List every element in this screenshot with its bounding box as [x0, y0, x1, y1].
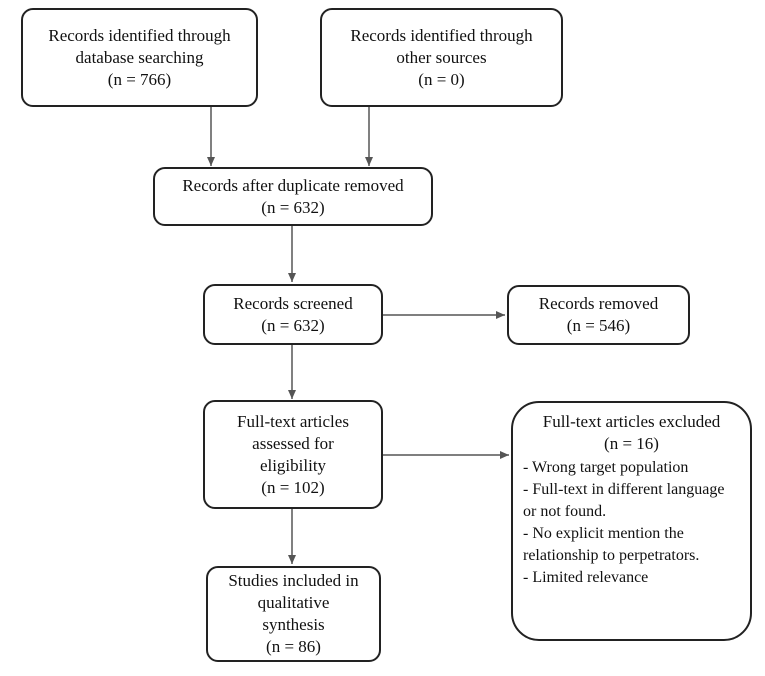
box-text-line: Records screened: [233, 293, 353, 313]
records-after-duplicates-box: Records after duplicate removed (n = 632…: [153, 167, 433, 226]
exclusion-reasons-list: - Wrong target population - Full-text in…: [523, 457, 740, 589]
box-text-line: Full-text articles: [237, 411, 349, 431]
box-text-line: Studies included in: [228, 571, 359, 590]
box-text-line: Records identified through: [350, 25, 533, 45]
box-count: (n = 102): [261, 477, 325, 497]
exclusion-reason: - Limited relevance: [523, 569, 649, 586]
studies-included-box: Studies included in qualitative synthesi…: [206, 566, 381, 662]
box-text-line: Records after duplicate removed: [182, 175, 404, 195]
box-count: (n = 86): [266, 637, 321, 656]
fulltext-excluded-box: Full-text articles excluded (n = 16) - W…: [511, 401, 752, 641]
box-count: (n = 546): [566, 316, 631, 335]
box-text-line: database searching: [75, 47, 204, 67]
excluded-heading: Full-text articles excluded: [542, 412, 721, 431]
box-text-line: Records removed: [538, 294, 659, 313]
box-text-line: eligibility: [259, 455, 327, 475]
records-identified-other-sources-box: Records identified through other sources…: [320, 8, 563, 107]
exclusion-reason: - Wrong target population: [523, 459, 689, 476]
box-text-line: assessed for: [252, 433, 334, 453]
exclusion-reason: - No explicit mention the relationship t…: [523, 525, 700, 564]
box-count: (n = 0): [418, 69, 465, 89]
exclusion-reason: - Full-text in different language or not…: [523, 481, 725, 520]
box-count: (n = 766): [107, 69, 172, 89]
box-text-line: other sources: [396, 47, 487, 67]
box-text-line: synthesis: [262, 615, 325, 634]
records-removed-box: Records removed (n = 546): [507, 285, 690, 345]
records-identified-database-box: Records identified through database sear…: [21, 8, 258, 107]
records-screened-box: Records screened (n = 632): [203, 284, 383, 345]
box-count: (n = 632): [261, 197, 325, 217]
excluded-count: (n = 16): [604, 434, 659, 453]
box-count: (n = 632): [261, 315, 325, 335]
box-text-line: Records identified through: [48, 25, 231, 45]
fulltext-assessed-box: Full-text articles assessed for eligibil…: [203, 400, 383, 509]
box-text-line: qualitative: [257, 593, 330, 612]
